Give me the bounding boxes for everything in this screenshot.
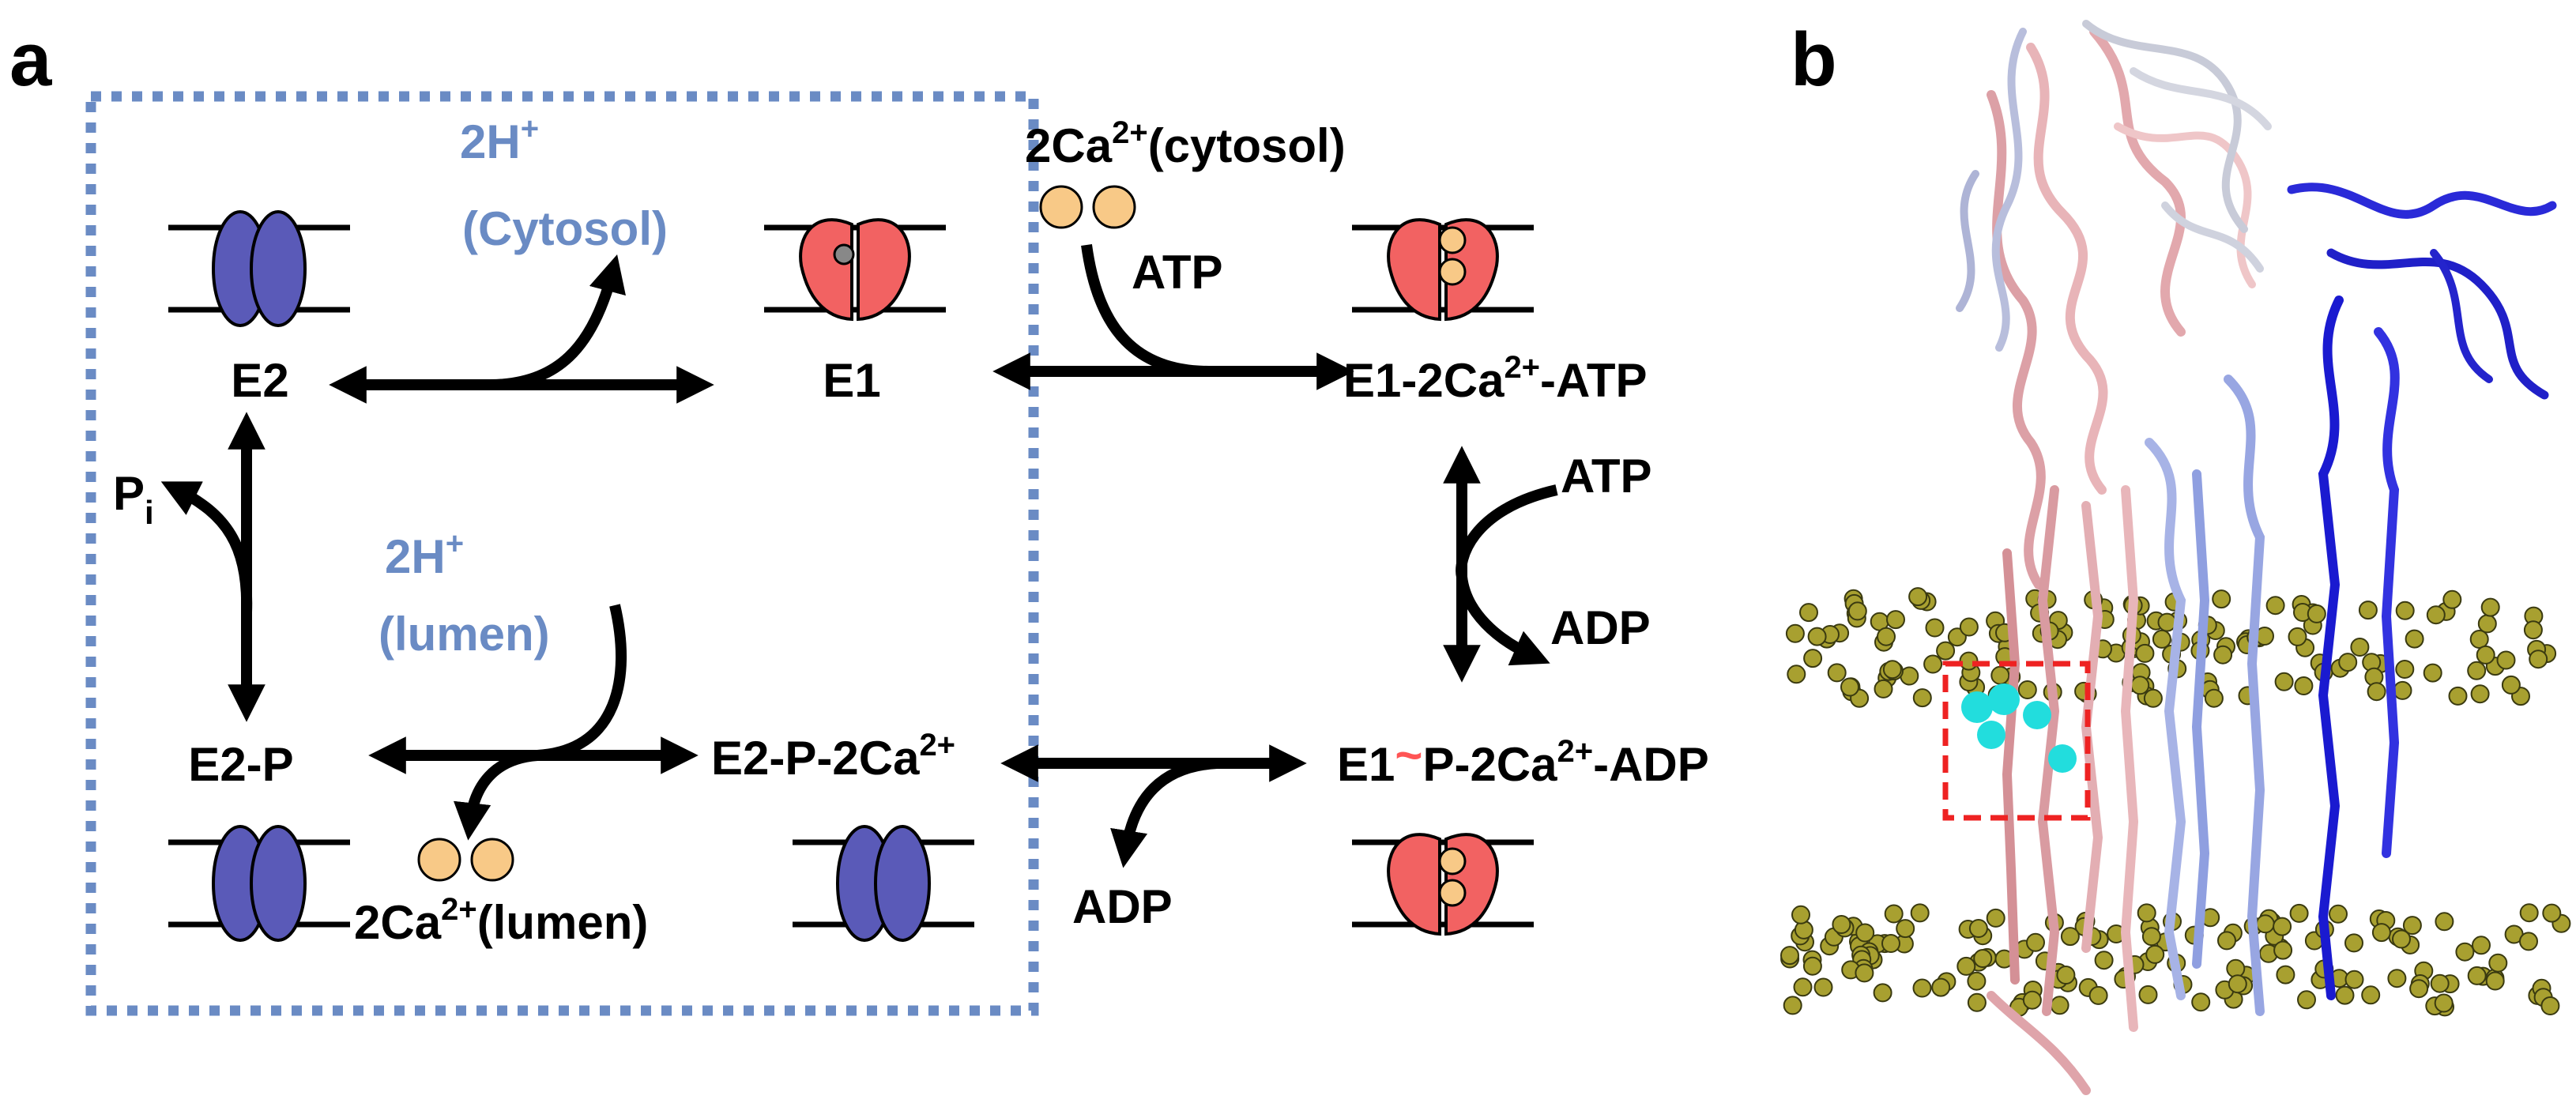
state-e1p-ca-adp-label: E1~P-2Ca2+-ADP — [1337, 729, 1709, 791]
state-e2p-label: E2-P — [188, 738, 293, 791]
state-e2p-ca-label: E2-P-2Ca2+ — [711, 728, 955, 785]
ca-atp-binding-arrow — [1081, 244, 1210, 377]
panel-b: b — [1780, 17, 2571, 1095]
proton-lumen-label: 2H+ — [385, 526, 464, 583]
ca-site-inset-box — [1942, 661, 2091, 821]
atp-top-label: ATP — [1132, 246, 1223, 299]
light-blue-domain — [2145, 375, 2265, 1016]
panel-b-label: b — [1791, 17, 1837, 102]
phosphate-label: Pi — [113, 467, 154, 531]
e1p-ca-protein-icon — [1352, 834, 1534, 934]
state-e2-label: E2 — [231, 354, 288, 407]
panel-a-label: a — [9, 17, 52, 102]
proton-cytosol-location: (Cytosol) — [462, 202, 668, 255]
e1-ca-protein-icon — [1352, 220, 1534, 319]
ca-binding-site-markers — [1961, 683, 2077, 773]
adp-release-arrow — [1110, 758, 1218, 868]
blue-domain — [2287, 183, 2557, 1000]
e2-protein-icon — [168, 212, 350, 326]
state-e1-label: E1 — [823, 354, 880, 407]
e2p-protein-icon — [168, 826, 350, 940]
calcium-lumen-icon — [417, 838, 514, 882]
panel-a: a E2 E1 E1 — [9, 17, 1709, 1016]
pink-domain — [1987, 27, 2256, 1095]
lumen-transport-box — [85, 91, 1039, 1016]
proton-release-arrow — [489, 254, 626, 390]
state-e1-ca-atp-label: E1-2Ca2+-ATP — [1343, 350, 1648, 407]
lipid-lower-layer — [1780, 903, 2571, 1017]
adp-bottom-label: ADP — [1072, 880, 1173, 933]
proton-lumen-location: (lumen) — [378, 608, 550, 661]
grey-domain — [1956, 20, 2272, 352]
atp-right-label: ATP — [1561, 450, 1652, 503]
phosphate-release-arrow — [160, 481, 253, 613]
proton-cytosol-label: 2H+ — [460, 111, 539, 168]
atp-adp-arrow — [1456, 484, 1558, 666]
e1-protein-icon — [764, 220, 946, 319]
proton-lumen-arrow — [453, 604, 627, 841]
protein-structure-render — [1780, 20, 2571, 1095]
calcium-cytosol-icon — [1039, 185, 1136, 229]
calcium-cytosol-label: 2Ca2+(cytosol) — [1025, 115, 1346, 172]
adp-right-label: ADP — [1550, 601, 1651, 654]
e2p-ca-protein-icon — [793, 826, 974, 940]
calcium-lumen-label: 2Ca2+(lumen) — [354, 892, 648, 949]
